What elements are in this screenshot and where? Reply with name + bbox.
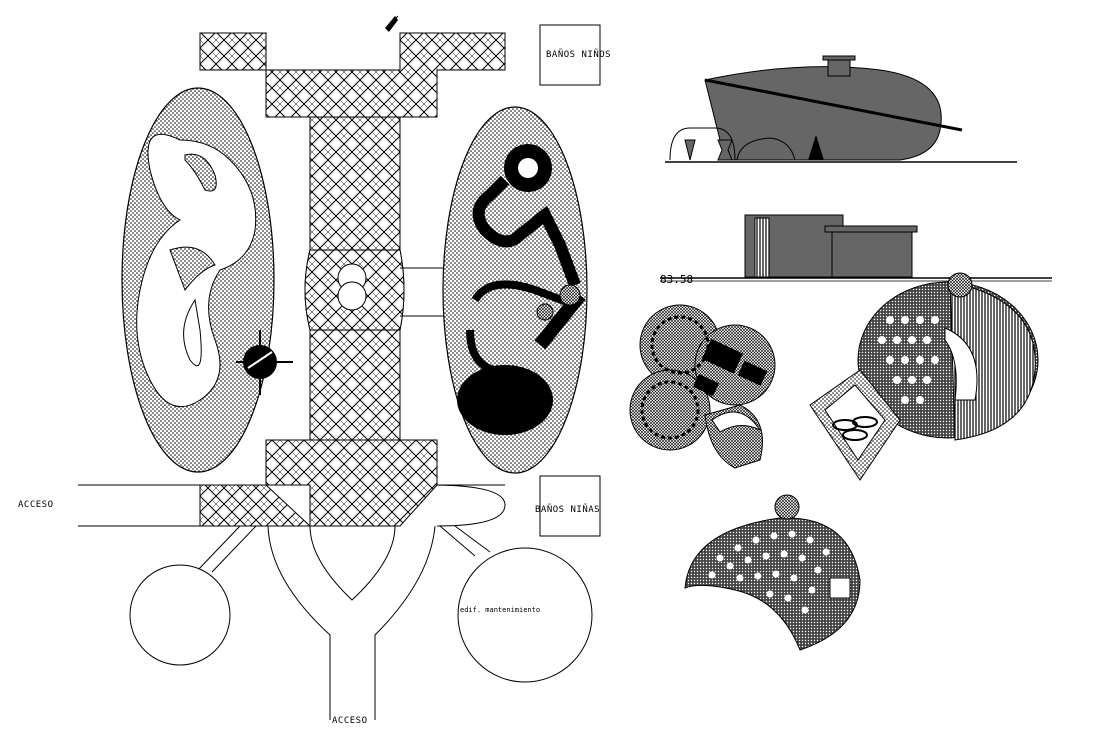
access-label-bottom: ACCESO: [332, 716, 368, 726]
maintenance-building: [457, 547, 593, 683]
plaza-connector: [400, 267, 445, 317]
floor-plan-flower: [629, 304, 776, 469]
play-structure-right: [457, 144, 586, 435]
elevation-drawing-bottom: [660, 214, 1052, 282]
elevation-drawing-top: [665, 55, 1017, 163]
paved-walkway-bottom: [199, 439, 438, 527]
floor-plan-round: [809, 272, 1039, 481]
maintenance-label: edif. mantenimiento: [460, 606, 540, 614]
round-building-left: [129, 564, 231, 666]
north-arrow-icon: [385, 15, 399, 32]
crosshair-target-icon: [236, 330, 293, 395]
boys-restroom-label: BAÑOS NIÑOS: [546, 49, 611, 60]
fountain-circle-bottom: [337, 281, 367, 311]
access-label-left: ACCESO: [18, 500, 54, 510]
access-road-left: [78, 484, 506, 527]
bottom-roads: [195, 525, 491, 720]
winding-path-inner: [169, 153, 217, 292]
floor-plan-crescent: [684, 494, 861, 651]
girls-restroom-label: BAÑOS NIÑAS: [535, 504, 600, 515]
elevation-level-label: 83.58: [660, 273, 693, 286]
girls-restroom-box: [539, 475, 601, 537]
boys-restroom-box: [539, 24, 601, 86]
